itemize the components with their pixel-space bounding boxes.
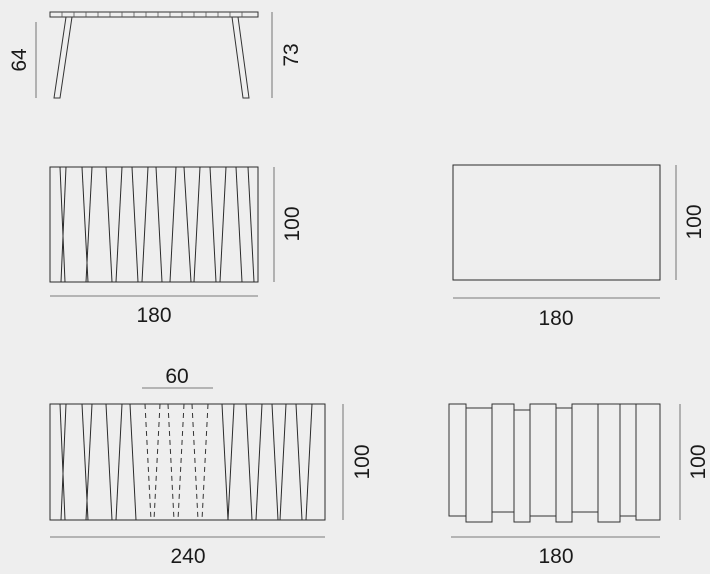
dimension-label-64: 64 xyxy=(8,48,31,72)
dimension-label-180: 180 xyxy=(538,307,573,330)
underside-board xyxy=(513,409,531,523)
extension-slat-line xyxy=(153,403,161,521)
table-leg-left xyxy=(53,16,73,99)
underside-board xyxy=(465,407,493,523)
slat-line xyxy=(60,403,67,521)
table-leg-right xyxy=(231,16,250,99)
slat-line xyxy=(305,403,313,521)
dimension-label-100: 100 xyxy=(351,444,374,479)
slat-line xyxy=(209,166,217,283)
top-view-extended: 60 100 240 xyxy=(49,365,374,568)
slat-line xyxy=(235,166,243,283)
extension-slat-line xyxy=(201,403,209,521)
slat-line xyxy=(105,166,113,283)
slat-line xyxy=(85,403,93,521)
tabletop-outline xyxy=(452,164,661,281)
underside-board xyxy=(448,403,467,517)
dimension-label-100: 100 xyxy=(687,444,710,479)
slat-line xyxy=(193,166,201,283)
underside-board xyxy=(571,403,599,513)
slat-line xyxy=(131,166,139,283)
dimension-label-100: 100 xyxy=(683,204,706,239)
slat-line xyxy=(129,403,137,521)
extension-slat-line xyxy=(144,403,152,521)
slat-line xyxy=(271,403,279,521)
side-view: 64 73 xyxy=(8,11,303,99)
tabletop-outline xyxy=(49,166,259,283)
underside-board xyxy=(635,403,661,521)
tabletop-outline xyxy=(49,403,326,521)
dimension-label-73: 73 xyxy=(280,43,303,66)
dimension-label-180: 180 xyxy=(538,545,573,568)
dimension-label-180: 180 xyxy=(136,304,171,327)
slat-line xyxy=(295,403,303,521)
slat-line xyxy=(221,403,229,521)
slat-line xyxy=(105,403,113,521)
extension-slat-line xyxy=(177,403,185,521)
underside-board xyxy=(529,403,557,517)
underside-board xyxy=(491,403,515,513)
top-view-plain: 100 180 xyxy=(452,164,706,330)
slat-line xyxy=(227,403,235,521)
slat-line xyxy=(247,166,255,283)
slat-line xyxy=(141,166,149,283)
slat-line xyxy=(60,166,67,283)
underside-board xyxy=(619,403,637,517)
tabletop-edge xyxy=(49,11,259,18)
top-view-slats: 100 180 xyxy=(49,166,304,327)
slat-line xyxy=(59,403,66,521)
slat-line xyxy=(155,166,163,283)
slat-line xyxy=(245,403,253,521)
slat-line xyxy=(279,403,287,521)
slat-line xyxy=(115,166,123,283)
slat-line xyxy=(219,166,227,283)
dimension-label-240: 240 xyxy=(170,545,205,568)
slat-line xyxy=(169,166,177,283)
extension-slat-line xyxy=(167,403,175,521)
underside-board xyxy=(597,403,621,523)
bottom-view-boards: 100 180 xyxy=(448,403,710,568)
slat-line xyxy=(255,403,263,521)
slat-line xyxy=(183,166,192,283)
underside-board xyxy=(555,407,573,523)
extension-slat-line xyxy=(191,403,199,521)
slat-line xyxy=(59,166,66,283)
dimension-label-60: 60 xyxy=(165,365,188,388)
dimension-label-100: 100 xyxy=(281,206,304,241)
slat-line xyxy=(115,403,123,521)
slat-line xyxy=(85,166,93,283)
